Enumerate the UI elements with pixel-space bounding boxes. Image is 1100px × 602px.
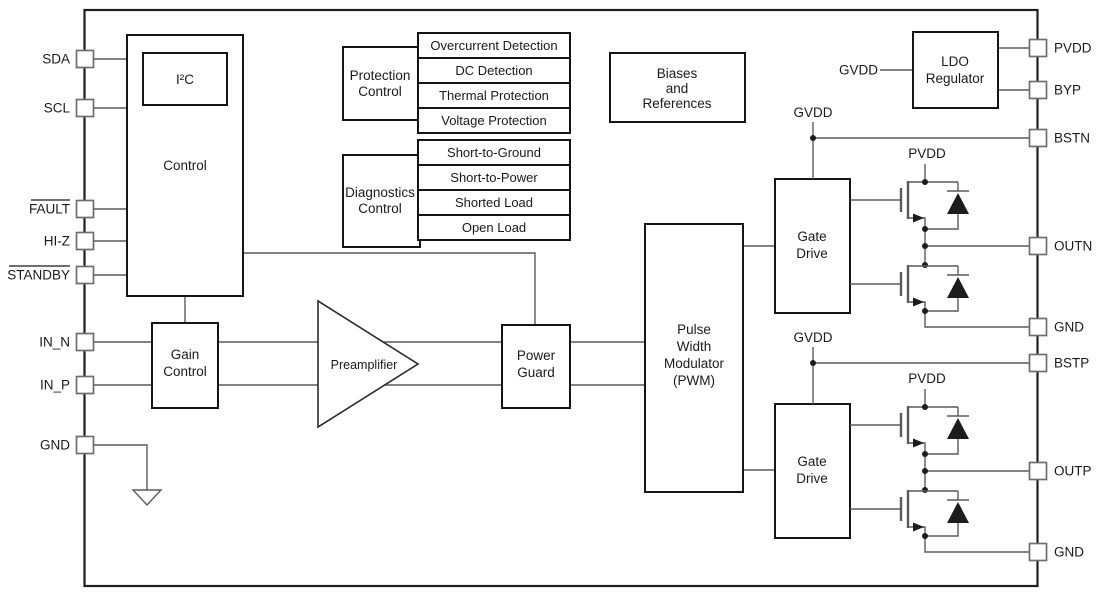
gain-control-label-2: Control (163, 364, 207, 379)
pin-bstp-label: BSTP (1054, 356, 1089, 371)
pin-in-n (75, 332, 95, 352)
pin-in-p-label: IN_P (40, 378, 70, 393)
protection-list (417, 32, 571, 134)
bridge-n-pvdd-label: PVDD (908, 146, 946, 161)
pin-sda (75, 49, 95, 69)
diagnostics-list (417, 139, 571, 241)
pin-bstn (1028, 128, 1048, 148)
pin-gnd-p-label: GND (1054, 545, 1084, 560)
diagnostics-control-block (342, 154, 421, 248)
pin-sda-label: SDA (42, 52, 70, 67)
biases-label-2: and (666, 81, 689, 96)
pin-byp (1028, 80, 1048, 100)
i2c-label: I²C (176, 72, 194, 87)
gate-drive-n-label-2: Drive (796, 246, 828, 261)
ldo-regulator-block (912, 31, 999, 109)
diagnostics-item-1: Short-to-Ground (447, 145, 541, 160)
right-pin-labels: PVDD BYP BSTN OUTN GND BSTP OUTP GND (1054, 41, 1092, 560)
pin-outp-label: OUTP (1054, 464, 1092, 479)
power-guard-label-1: Power (517, 348, 556, 363)
protection-control-block (342, 46, 421, 121)
gate-drive-p-label-2: Drive (796, 471, 828, 486)
ldo-label-1: LDO (941, 54, 969, 69)
protection-control-label-1: Protection (350, 68, 411, 83)
pin-gnd-p (1028, 542, 1048, 562)
bridge-p-gvdd-label: GVDD (793, 330, 832, 345)
pin-byp-label: BYP (1054, 83, 1081, 98)
pin-scl-label: SCL (44, 101, 71, 116)
protection-item-4: Voltage Protection (441, 113, 547, 128)
ground-symbol-icon (131, 489, 163, 507)
power-guard-block (501, 324, 571, 409)
control-label: Control (163, 158, 207, 173)
bridge-n-gvdd-label: GVDD (793, 105, 832, 120)
pin-pvdd-label: PVDD (1054, 41, 1092, 56)
protection-item-3: Thermal Protection (439, 88, 549, 103)
wires (94, 47, 1030, 490)
pwm-label-2: Width (677, 339, 712, 354)
biases-label-3: References (642, 96, 711, 111)
gain-control-label-1: Gain (171, 347, 200, 362)
pin-bstn-label: BSTN (1054, 131, 1090, 146)
pwm-label-3: Modulator (664, 356, 725, 371)
pin-hiz (75, 231, 95, 251)
protection-control-label-2: Control (358, 84, 402, 99)
diagnostics-item-4: Open Load (462, 220, 526, 235)
protection-item-2: DC Detection (455, 63, 532, 78)
pin-standby-label: STANDBY (7, 268, 70, 283)
ldo-label-2: Regulator (926, 71, 985, 86)
pin-bstp (1028, 353, 1048, 373)
pwm-label-4: (PWM) (673, 373, 715, 388)
diagnostics-control-label-2: Control (358, 201, 402, 216)
ldo-gvdd-label: GVDD (839, 63, 878, 78)
pin-gnd-n (1028, 317, 1048, 337)
biases-references-block (609, 52, 746, 123)
control-to-power-guard (243, 252, 536, 325)
chip-outline (83, 8, 1039, 588)
pwm-label-1: Pulse (677, 322, 711, 337)
diagnostics-control-label-1: Diagnostics (345, 185, 415, 200)
diagnostics-item-2: Short-to-Power (450, 170, 538, 185)
right-pins (1028, 38, 1048, 562)
gate-drive-n-label-1: Gate (797, 229, 826, 244)
pin-in-p (75, 375, 95, 395)
net-labels: GVDD GVDD PVDD GVDD PVDD (793, 63, 946, 387)
preamplifier-label: Preamplifier (331, 358, 398, 372)
diagnostics-item-3: Shorted Load (455, 195, 533, 210)
pin-scl (75, 98, 95, 118)
pin-in-n-label: IN_N (39, 335, 70, 350)
pin-fault (75, 199, 95, 219)
block-labels: I²C Control Gain Control Preamplifier Po… (163, 38, 985, 486)
gnd-lead (94, 444, 148, 490)
pin-outn-label: OUTN (1054, 239, 1092, 254)
pin-gnd-n-label: GND (1054, 320, 1084, 335)
gate-drive-p-block (774, 403, 851, 539)
left-pin-labels: SDA SCL FAULT HI-Z STANDBY IN_N IN_P GND (7, 52, 70, 453)
pwm-block (644, 223, 744, 493)
gate-drive-p-label-1: Gate (797, 454, 826, 469)
i2c-block (142, 52, 228, 106)
pin-hiz-label: HI-Z (44, 234, 70, 249)
preamplifier-triangle (317, 299, 420, 429)
power-guard-label-2: Guard (517, 365, 555, 380)
pin-gnd-left (75, 435, 95, 455)
pin-standby (75, 265, 95, 285)
left-pins (75, 49, 95, 455)
bridge-p-pvdd-label: PVDD (908, 371, 946, 386)
pin-pvdd (1028, 38, 1048, 58)
pin-gnd-left-label: GND (40, 438, 70, 453)
pin-outp (1028, 461, 1048, 481)
protection-item-1: Overcurrent Detection (430, 38, 557, 53)
pin-fault-label: FAULT (29, 202, 70, 217)
biases-label-1: Biases (657, 66, 698, 81)
gain-control-block (151, 322, 219, 409)
pin-outn (1028, 236, 1048, 256)
